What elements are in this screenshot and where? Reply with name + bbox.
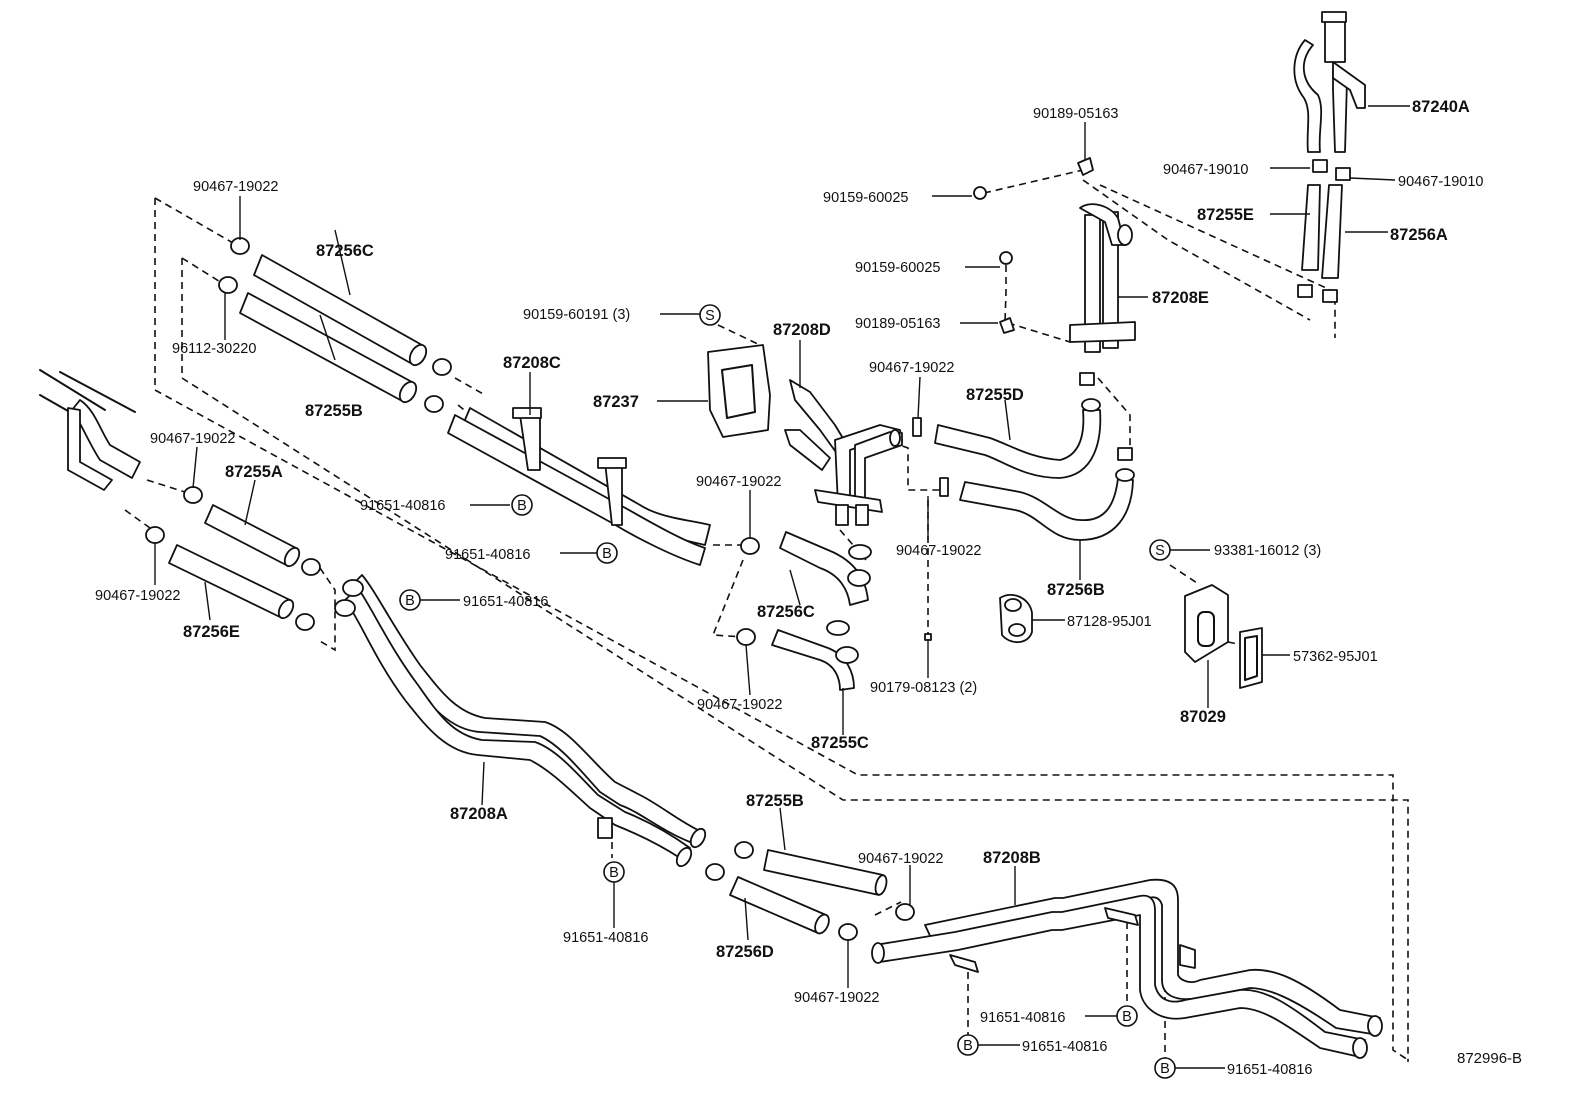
label-96112-30220: 96112-30220	[172, 341, 256, 357]
label-87208D: 87208D	[773, 321, 831, 339]
badge-s-1: S	[699, 304, 721, 326]
label-90467-19022-top-left: 90467-19022	[193, 179, 278, 195]
badge-b-6: B	[957, 1034, 979, 1056]
label-90159-60025-b: 90159-60025	[855, 260, 940, 276]
fasteners	[924, 157, 1094, 641]
svg-text:B: B	[1160, 1061, 1170, 1077]
left-inlet-pipes	[39, 369, 141, 491]
label-90467-19022-left3: 90467-19022	[95, 588, 180, 604]
label-87256E: 87256E	[183, 623, 240, 641]
part-labels: 87240A 90189-05163 90467-19010 90467-190…	[95, 98, 1522, 1078]
badge-b-7: B	[1154, 1057, 1176, 1079]
label-90467-19022-bottom1: 90467-19022	[858, 851, 943, 867]
diagram-reference-number: 872996-B	[1457, 1050, 1522, 1067]
label-91651-40816-g: 91651-40816	[1227, 1062, 1312, 1078]
label-87237: 87237	[593, 393, 639, 411]
label-87255E: 87255E	[1197, 206, 1254, 224]
label-91651-40816-c: 91651-40816	[463, 594, 548, 610]
label-90467-19022-c1: 90467-19022	[696, 474, 781, 490]
label-90189-05163-top: 90189-05163	[1033, 106, 1118, 122]
pipe-87208C	[447, 407, 711, 566]
label-87128-95J01: 87128-95J01	[1067, 614, 1152, 630]
pipe-87208A	[334, 574, 707, 868]
label-90467-19010-right: 90467-19010	[1398, 174, 1483, 190]
label-90467-19022-mid1: 90467-19022	[869, 360, 954, 376]
badge-b-3: B	[399, 589, 421, 611]
svg-text:B: B	[517, 498, 527, 514]
label-87029: 87029	[1180, 708, 1226, 726]
label-87255A: 87255A	[225, 463, 283, 481]
label-87208A: 87208A	[450, 805, 508, 823]
label-87256A: 87256A	[1390, 226, 1448, 244]
label-90467-19022-c2: 90467-19022	[896, 543, 981, 559]
pipe-87208B	[871, 878, 1383, 1059]
label-90467-19022-bottom2: 90467-19022	[794, 990, 879, 1006]
label-91651-40816-e: 91651-40816	[980, 1010, 1065, 1026]
badge-s-2: S	[1149, 539, 1171, 561]
label-90159-60025-a: 90159-60025	[823, 190, 908, 206]
badge-b-5: B	[1116, 1005, 1138, 1027]
label-87256C-mid: 87256C	[757, 603, 815, 621]
hoses	[168, 11, 1366, 935]
callout-badges: B B B B B B B S S	[399, 304, 1176, 1079]
badge-b-4: B	[603, 861, 625, 883]
elbow-hoses	[771, 398, 1135, 691]
hose-clamps	[145, 159, 1351, 941]
label-87255C: 87255C	[811, 734, 869, 752]
svg-text:B: B	[609, 865, 619, 881]
label-87256C-top: 87256C	[316, 242, 374, 260]
svg-text:S: S	[705, 308, 715, 324]
label-87255B-bottom: 87255B	[746, 792, 804, 810]
svg-text:S: S	[1155, 543, 1165, 559]
label-91651-40816-f: 91651-40816	[1022, 1039, 1107, 1055]
label-90179-08123: 90179-08123 (2)	[870, 680, 977, 696]
badge-b-2: B	[596, 542, 618, 564]
label-87208E: 87208E	[1152, 289, 1209, 307]
leader-lines	[154, 105, 1410, 1069]
label-90467-19010-left: 90467-19010	[1163, 162, 1248, 178]
label-90467-19022-left2: 90467-19022	[150, 431, 235, 447]
svg-text:B: B	[963, 1038, 973, 1054]
label-90467-19022-c3: 90467-19022	[697, 697, 782, 713]
label-87256D: 87256D	[716, 943, 774, 961]
pipe-87208D	[784, 379, 903, 526]
label-91651-40816-d: 91651-40816	[563, 930, 648, 946]
svg-text:B: B	[602, 546, 612, 562]
label-93381-16012: 93381-16012 (3)	[1214, 543, 1321, 559]
label-90189-05163-mid: 90189-05163	[855, 316, 940, 332]
label-87208B: 87208B	[983, 849, 1041, 867]
svg-text:B: B	[1122, 1009, 1132, 1025]
label-87255D: 87255D	[966, 386, 1024, 404]
plates-and-gaskets	[707, 344, 1263, 689]
label-91651-40816-a: 91651-40816	[360, 498, 445, 514]
assembly-dashed-lines	[124, 169, 1409, 1062]
label-91651-40816-b: 91651-40816	[445, 547, 530, 563]
label-87208C: 87208C	[503, 354, 561, 372]
badge-b-1: B	[511, 494, 533, 516]
label-87240A: 87240A	[1412, 98, 1470, 116]
label-57362-95J01: 57362-95J01	[1293, 649, 1378, 665]
label-90159-60191: 90159-60191 (3)	[523, 307, 630, 323]
pipe-87208E	[1069, 203, 1136, 353]
label-87256B: 87256B	[1047, 581, 1105, 599]
label-87255B-top: 87255B	[305, 402, 363, 420]
svg-text:B: B	[405, 593, 415, 609]
